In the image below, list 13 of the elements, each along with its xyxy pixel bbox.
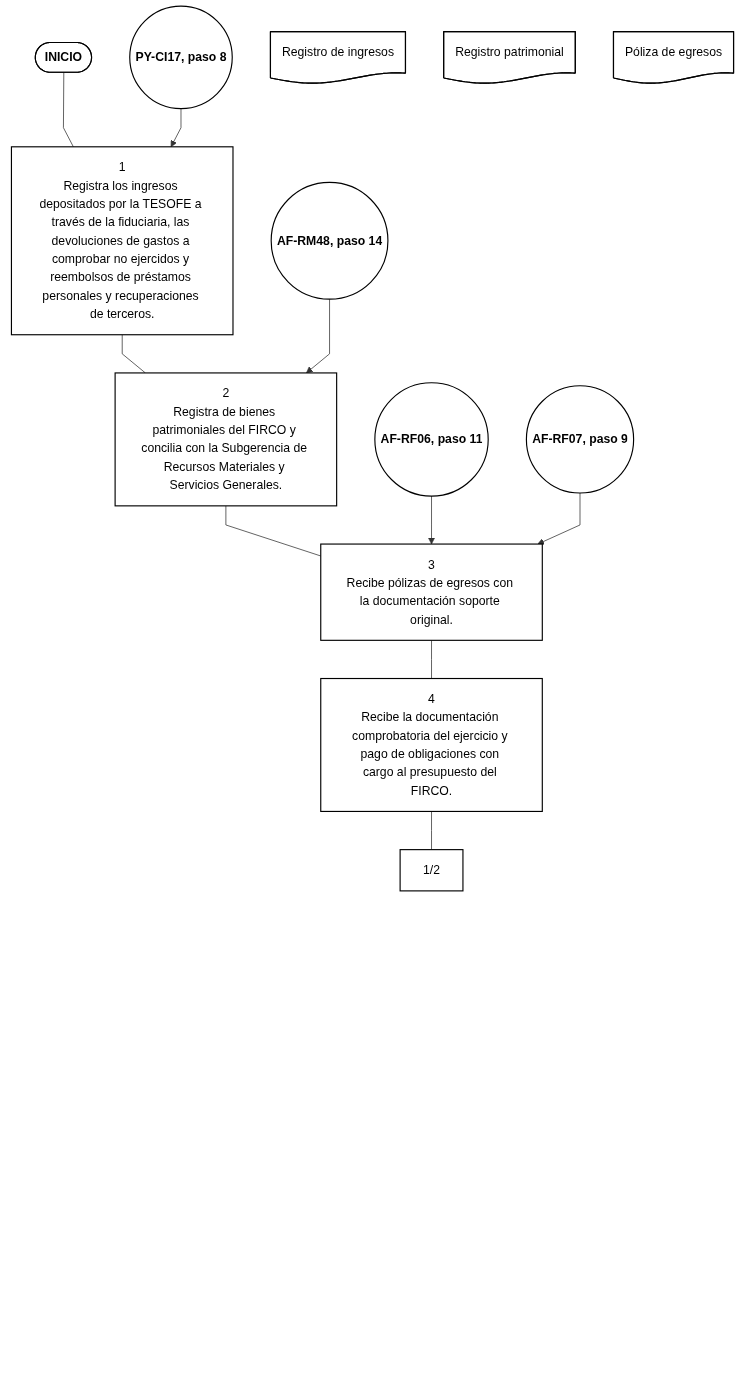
connector [431, 811, 432, 850]
connector [121, 334, 146, 374]
node-box: 1/2 [399, 849, 464, 892]
node-box: 2 Registra de bienes patrimoniales del FIRCO y concilia con la Subgerencia de Recursos Materiales y Servicios Generales. [114, 372, 338, 507]
connector [431, 639, 432, 679]
node-circle: AF-RF07, paso 9 [525, 385, 635, 494]
node-box: 1 Registra los ingresos depositados por la TESOFE a través de la fiduciaria, las devoluciones de gastos a comprobar no ejercidos y reembolsos de préstamos personales y recuperaciones de terceros. [10, 146, 234, 336]
node-circle: AF-RF06, paso 11 [374, 382, 489, 497]
node-box: 3 Recibe pólizas de egresos con la documentación soporte original. [320, 543, 543, 641]
node-circle: AF-RM48, paso 14 [270, 181, 389, 300]
node-circle: PY-CI17, paso 8 [129, 5, 233, 110]
node-box: 4 Recibe la documentación comprobatoria del ejercicio y pago de obligaciones con cargo al presupuesto del FIRCO. [320, 677, 543, 812]
connector [63, 72, 74, 148]
